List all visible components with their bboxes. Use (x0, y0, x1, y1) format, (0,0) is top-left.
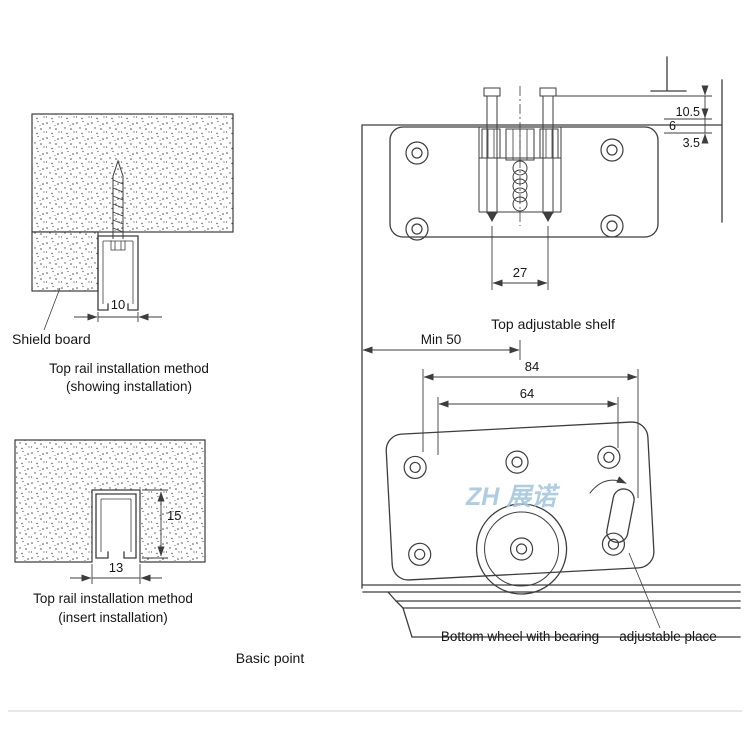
adjustable-place-leader (628, 552, 661, 629)
shield-board-leader-line (43, 287, 61, 331)
adjuster-nut-right (539, 128, 559, 159)
board-with-groove (14, 439, 206, 563)
screw-head (110, 240, 126, 251)
dim-84-extension-lines (422, 369, 639, 498)
top-adjustable-shelf-diagram: 10.5 6 3.5 27 Top adjustable shelf (361, 56, 723, 589)
dim-13-extension-lines (91, 564, 141, 584)
screw-cap-right (539, 87, 557, 97)
bracket-hole (600, 138, 624, 162)
shield-board-section (31, 231, 99, 292)
dim-3-5-value: 3.5 (683, 136, 700, 150)
rotation-arrow (589, 476, 627, 494)
dim-10-value: 10 (111, 297, 125, 312)
plate-hole (402, 455, 428, 480)
watermark: ZH 展诺 (465, 483, 560, 511)
bracket-hole (405, 141, 429, 165)
dim-15-value: 15 (167, 508, 181, 523)
dim-27-value: 27 (513, 265, 527, 280)
insert-caption-line1: Top rail installation method (33, 591, 193, 606)
bottom-wheel-caption: Bottom wheel with bearing (441, 629, 599, 644)
screw-threads (112, 179, 124, 233)
dim-64-extension-lines (437, 397, 619, 455)
showing-caption-line2: (showing installation) (66, 379, 192, 394)
floor-track (362, 584, 741, 638)
dim-6-value: 6 (669, 119, 676, 133)
plate-hole (509, 536, 534, 562)
screw-cap-left (483, 87, 501, 97)
wheel-mounting-plate (385, 421, 655, 581)
screw-tips (487, 213, 553, 222)
basic-point-label: Basic point (236, 650, 305, 666)
bottom-wheel-diagram: Min 50 84 64 ZH 展诺 Bottom wheel with bea… (362, 332, 741, 644)
dim-10-extension-lines (97, 312, 139, 322)
dim-10-5-value: 10.5 (676, 105, 700, 119)
wall-board-section (31, 113, 234, 233)
adjuster-housing (478, 127, 562, 213)
dim-13-value: 13 (109, 560, 123, 575)
adjustable-place-caption: adjustable place (619, 629, 717, 644)
screw-shank (112, 159, 124, 239)
height-dim-extension-lines (556, 95, 712, 134)
rail-profile-inner (102, 240, 134, 304)
top-rail-showing-diagram: 10 Shield board Top rail installation me… (12, 113, 234, 394)
channel-profile-outer (95, 493, 137, 559)
top-shelf-caption: Top adjustable shelf (491, 316, 615, 332)
adjuster-detail-lines (487, 129, 553, 160)
plate-hole (596, 445, 622, 470)
showing-caption-line1: Top rail installation method (49, 361, 209, 376)
adjustable-slot-group (606, 488, 635, 543)
channel-profile-inner (100, 498, 132, 552)
adjuster-nut-left (481, 128, 501, 159)
plate-hole (407, 542, 432, 567)
shield-board-label: Shield board (12, 331, 91, 347)
spring-coil (512, 160, 528, 212)
plate-hole (504, 449, 530, 475)
adjustable-slot (606, 488, 635, 543)
dim-15-extension-lines (142, 489, 168, 559)
dim-64-value: 64 (520, 386, 534, 401)
top-rail-insert-diagram: 15 13 Top rail installation method (inse… (14, 439, 206, 625)
wheel-plate-group (385, 421, 655, 595)
shelf-bracket-plate (389, 126, 659, 238)
bracket-hole (600, 214, 624, 238)
dim-27-extension-lines (491, 226, 549, 290)
cabinet-panel-lines (361, 56, 723, 589)
insert-caption-line2: (insert installation) (58, 610, 168, 625)
dim-84-value: 84 (525, 359, 539, 374)
adjust-screw-right (542, 95, 554, 214)
adjust-screw-left (486, 95, 498, 214)
plate-hole (601, 532, 626, 557)
wheel-bearing (484, 511, 560, 587)
dim-min50-value: Min 50 (421, 332, 462, 347)
rail-profile-outer (97, 235, 139, 311)
wheel-outer (475, 503, 568, 595)
